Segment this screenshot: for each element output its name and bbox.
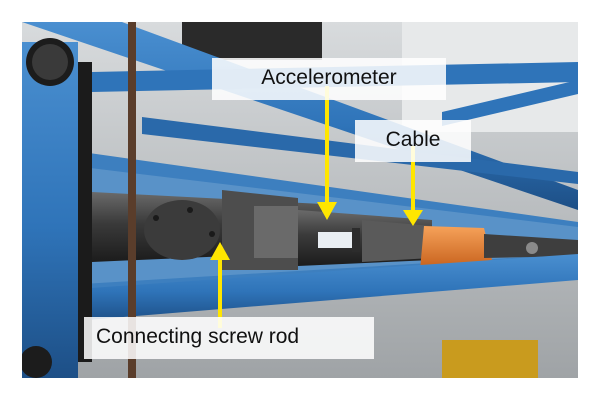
accelerometer-label: Accelerometer: [212, 58, 446, 100]
cable-label: Cable: [355, 120, 471, 162]
arrow-cable: [403, 146, 423, 226]
lower-beam: [62, 254, 578, 322]
tail-fitting: [526, 242, 538, 254]
vertical-pipe: [128, 22, 136, 378]
chain: [78, 62, 92, 362]
tube-inner: [32, 44, 68, 80]
accelerometer-body: [318, 232, 352, 248]
lower-tube: [22, 346, 52, 378]
cross-beam-3: [442, 80, 578, 126]
accelerometer-clamp: [352, 228, 360, 252]
pipe-hole-1: [153, 215, 159, 221]
orange-wrap: [420, 226, 492, 270]
pipe-collar: [144, 200, 220, 260]
pipe-hole-2: [187, 207, 193, 213]
left-post: [22, 42, 78, 378]
pipe-hole-3: [209, 231, 215, 237]
clevis-inner: [254, 206, 298, 258]
screw-rod-label: Connecting screw rod: [84, 317, 374, 359]
arrow-accelerometer: [317, 86, 337, 220]
yellow-machine: [442, 340, 538, 378]
arrow-screw-rod: [210, 242, 230, 328]
cable-section: [362, 220, 432, 262]
